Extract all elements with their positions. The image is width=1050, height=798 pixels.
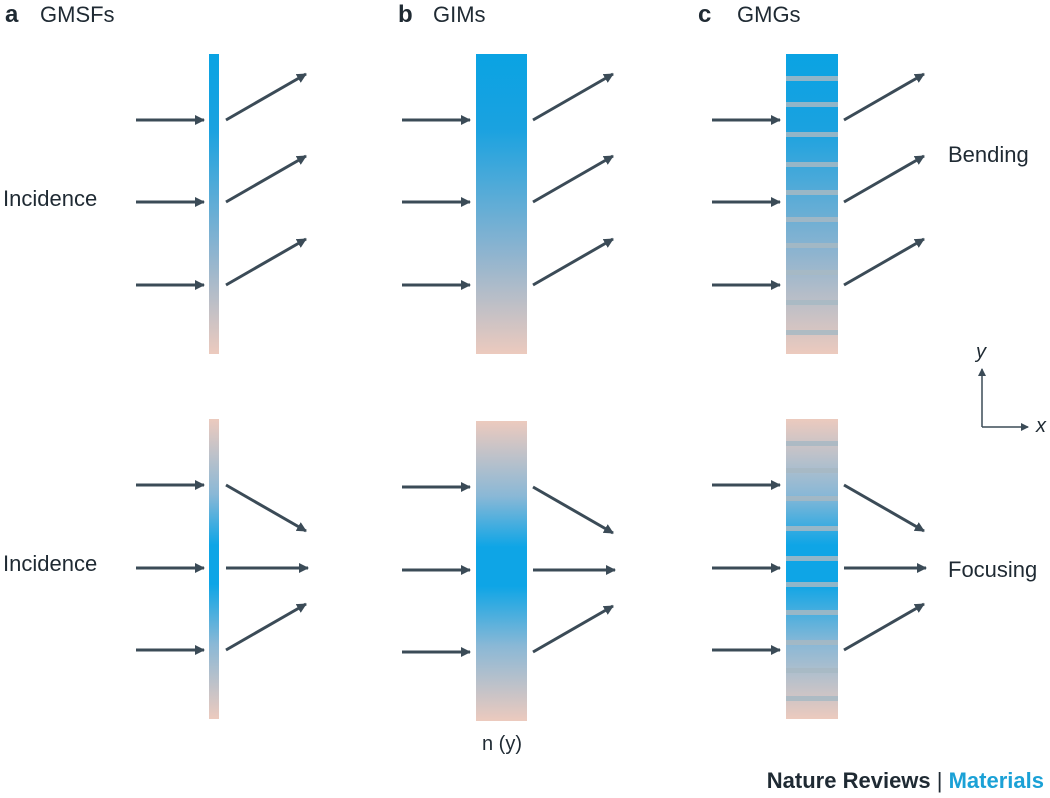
bent-arrow [225, 154, 307, 204]
panel-b-title: GIMs [433, 2, 486, 27]
journal-subject: Materials [948, 768, 1044, 793]
grating-bar [786, 132, 838, 137]
focused-arrow [843, 602, 925, 652]
panel-a-letter: a [5, 1, 19, 28]
y-axis-label: y [974, 341, 987, 363]
grating-bar [786, 162, 838, 167]
grating-bar [786, 441, 838, 446]
grating-bar [786, 526, 838, 531]
grating-bar [786, 610, 838, 615]
coordinate-axes: y x [974, 341, 1047, 437]
focusing-label: Focusing [948, 557, 1037, 582]
focused-arrow [532, 485, 614, 535]
focused-arrow [843, 483, 925, 533]
grating-bar [786, 217, 838, 222]
grating-bar [786, 190, 838, 195]
refractive-index-label: n (y) [482, 733, 522, 755]
bent-arrow [843, 72, 925, 122]
grating-focusing-bars [786, 441, 838, 701]
bent-arrow [225, 237, 307, 287]
focused-arrow [225, 602, 307, 652]
grating-bar [786, 468, 838, 473]
bent-arrow [532, 72, 614, 122]
incidence-label-top: Incidence [3, 186, 97, 211]
grating-bar [786, 696, 838, 701]
grating-bar [786, 300, 838, 305]
grating-bar [786, 582, 838, 587]
panel-c-letter: c [698, 1, 711, 28]
focused-arrow [225, 483, 307, 533]
incidence-label-bottom: Incidence [3, 551, 97, 576]
bent-arrow [843, 237, 925, 287]
gim-bending-slab [476, 54, 527, 354]
x-axis-label: x [1035, 415, 1047, 437]
grating-bar [786, 668, 838, 673]
grating-focusing-slab [786, 419, 838, 719]
journal-name: Nature Reviews [766, 768, 931, 793]
bent-arrow [532, 237, 614, 287]
grating-bending-slab [786, 54, 838, 354]
journal-credit: Nature Reviews | Materials [767, 768, 1044, 794]
bending-label: Bending [948, 142, 1029, 167]
grating-bar [786, 640, 838, 645]
panel-b-letter: b [398, 1, 413, 28]
grating-bar [786, 270, 838, 275]
bent-arrow [225, 72, 307, 122]
grating-bar [786, 496, 838, 501]
gim-focusing-slab [476, 421, 527, 721]
grating-bar [786, 243, 838, 248]
bent-arrow [843, 154, 925, 204]
metasurface-bending [209, 54, 219, 354]
grating-bar [786, 102, 838, 107]
bent-arrow [532, 154, 614, 204]
focused-arrow [532, 604, 614, 654]
ray-arrows [136, 72, 927, 657]
panel-c-title: GMGs [737, 2, 801, 27]
grating-bar [786, 330, 838, 335]
metasurface-focusing [209, 419, 219, 719]
grating-bar [786, 556, 838, 561]
grating-bending-bars [786, 76, 838, 335]
credit-separator: | [930, 768, 949, 793]
panel-a-title: GMSFs [40, 2, 115, 27]
grating-bar [786, 76, 838, 81]
